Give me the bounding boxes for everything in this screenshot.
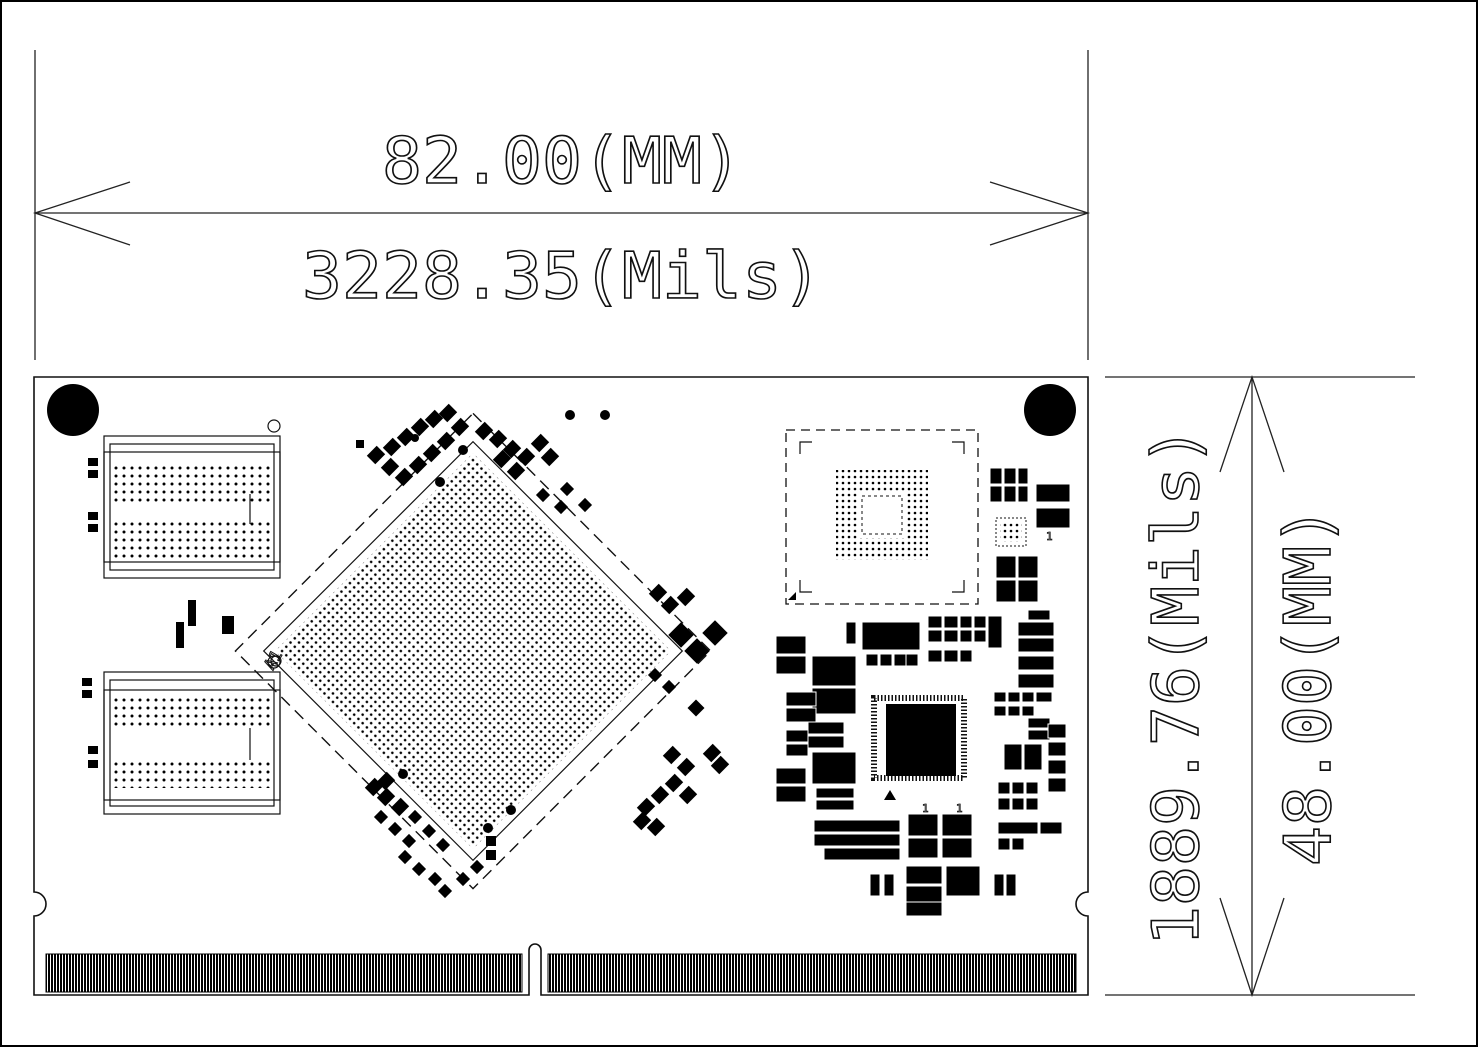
qfp-chip [871, 695, 967, 800]
memory-decoupling-caps [82, 458, 234, 768]
edge-connector-left [45, 953, 523, 993]
center-right-components [775, 615, 1003, 917]
bga-passives-topleft [356, 403, 470, 487]
height-dimension [1105, 374, 1415, 998]
board-outline [33, 376, 1089, 996]
pin1-mark-a: 1 [922, 802, 929, 815]
bga-processor [234, 412, 712, 890]
pin1-mark-c: 1 [1046, 530, 1053, 543]
emmc-bga [785, 429, 979, 605]
arrow-left [32, 181, 131, 246]
arrow-up [1219, 374, 1285, 473]
bga-passives-top [474, 410, 610, 515]
height-mils-label: 1889.76(Mils) [1140, 426, 1214, 946]
mounting-hole-right [1024, 384, 1076, 436]
arrow-right [989, 181, 1091, 246]
bga-passives-bottomleft [364, 769, 516, 899]
arrow-down [1219, 897, 1285, 998]
mounting-hole-left [47, 384, 99, 436]
width-mm-label: 82.00(MM) [382, 125, 742, 199]
width-dimension [32, 50, 1091, 360]
memory-chip-bottom [103, 655, 281, 815]
height-mm-label: 48.00(MM) [1272, 506, 1346, 866]
right-side-components [989, 467, 1071, 897]
width-mils-label: 3228.35(Mils) [302, 240, 822, 314]
memory-chip-top [103, 419, 281, 579]
a1-marker-dot [270, 655, 282, 667]
edge-connector-right [547, 953, 1077, 993]
pin1-mark-b: 1 [956, 802, 963, 815]
bga-passives-right [632, 583, 730, 837]
